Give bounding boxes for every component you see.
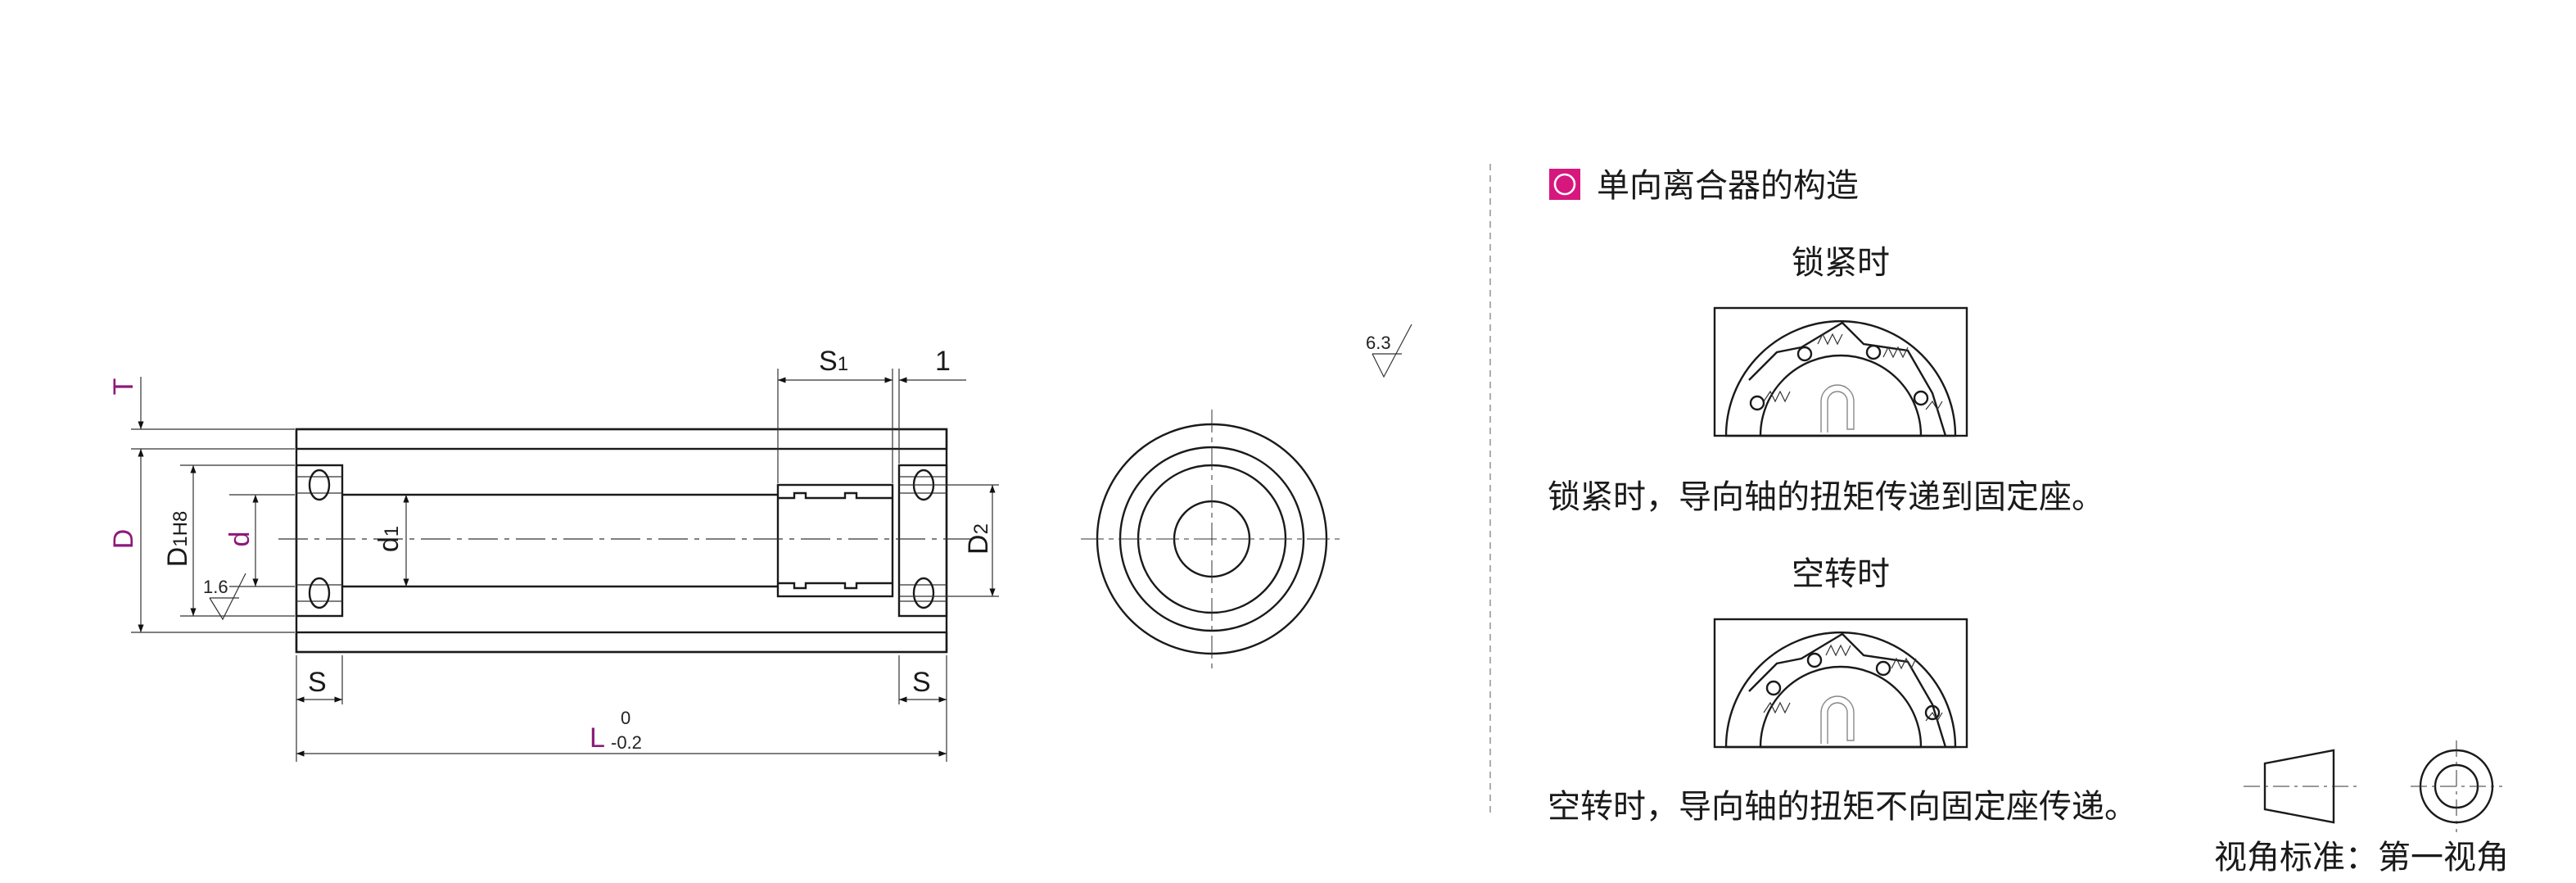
svg-text:6.3: 6.3 [1366, 333, 1391, 353]
dim-L: L [590, 722, 605, 754]
rotation-arrow-icon [1820, 384, 1855, 432]
one-way-clutch-insert [776, 483, 894, 598]
rotation-arrow-icon [1820, 695, 1855, 744]
dim-d1: d1 [373, 526, 404, 552]
projection-label: 视角标准：第一视角 [2214, 839, 2509, 876]
dim-S-right: S [912, 667, 931, 698]
side-view: T D D1H8 d 1.6 d1 D2 S1 1 S S L 0 -0.2 [108, 346, 999, 762]
locked-heading: 锁紧时 [1792, 244, 1890, 282]
section-marker-icon [1549, 169, 1580, 200]
tol-L-lower: -0.2 [611, 732, 642, 753]
clutch-title: 单向离合器的构造 [1597, 167, 1859, 205]
first-angle-projection-icon [2244, 740, 2502, 832]
bearing-left [295, 464, 344, 618]
roughness-bore: 1.6 [203, 577, 228, 597]
dim-1: 1 [935, 346, 951, 377]
dim-D2: D2 [963, 523, 994, 555]
idle-caption: 空转时，导向轴的扭矩不向固定座传递。 [1548, 788, 2137, 826]
end-view [1081, 410, 1343, 672]
idle-heading: 空转时 [1792, 555, 1890, 593]
bearing-right [897, 464, 948, 618]
dim-S1: S1 [819, 346, 848, 377]
dim-T: T [108, 378, 139, 396]
dim-D: D [108, 529, 139, 550]
roughness-symbol: 6.3 [1366, 324, 1412, 378]
dim-d: d [224, 532, 255, 547]
locked-caption: 锁紧时，导向轴的扭矩传递到固定座。 [1548, 478, 2104, 516]
dim-S-left: S [308, 667, 327, 698]
dim-D1H8: D1H8 [162, 511, 193, 568]
idle-diagram [1713, 618, 1968, 749]
tol-L-upper: 0 [621, 708, 630, 728]
locked-diagram [1713, 306, 1968, 437]
